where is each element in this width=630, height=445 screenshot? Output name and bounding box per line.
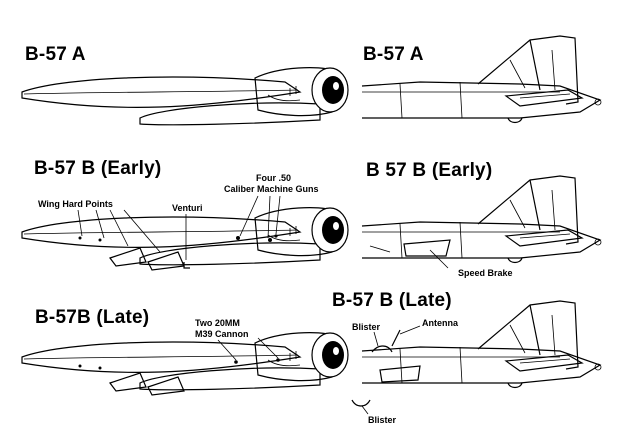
callout-blister-bottom: Blister	[368, 415, 397, 425]
callout-guns-line2: Caliber Machine Guns	[224, 184, 319, 194]
b57b-late-wing-drawing	[21, 332, 349, 396]
b57b-late-tail-drawing	[351, 300, 602, 407]
b57a-wing-drawing	[21, 67, 349, 126]
callout-leaders	[77, 195, 449, 415]
callout-antenna: Antenna	[422, 318, 458, 328]
title-b57b-late-left: B-57B (Late)	[35, 307, 150, 328]
b57b-early-tail-drawing	[361, 175, 602, 264]
title-b57a-right: B-57 A	[363, 44, 424, 65]
title-b57a-left: B-57 A	[25, 44, 86, 65]
callout-cannon-line2: M39 Cannon	[195, 329, 249, 339]
title-b57b-early-left: B-57 B (Early)	[34, 158, 162, 179]
title-b57b-late-right: B-57 B (Late)	[332, 290, 452, 311]
callout-guns-line1: Four .50	[256, 173, 292, 183]
callout-speed-brake: Speed Brake	[458, 268, 513, 278]
callout-wing-hard-points: Wing Hard Points	[38, 199, 113, 209]
title-b57b-early-right: B 57 B (Early)	[366, 160, 493, 181]
b57b-early-wing-drawing	[21, 207, 349, 271]
callout-cannon-line1: Two 20MM	[195, 318, 240, 328]
callout-venturi: Venturi	[172, 203, 203, 213]
callout-blister-top: Blister	[352, 322, 381, 332]
